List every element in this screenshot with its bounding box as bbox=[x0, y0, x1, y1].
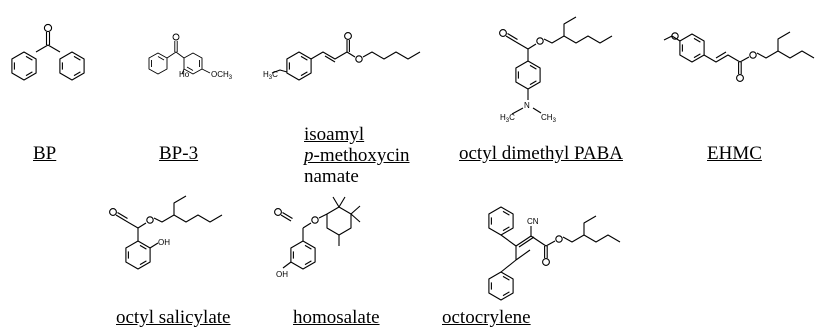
bp-name: BP bbox=[33, 143, 57, 164]
bp3-och3-label: OCH3 bbox=[211, 70, 233, 81]
bp3-oh-label: Ho bbox=[179, 70, 190, 79]
os-name: octyl salicylate bbox=[116, 307, 231, 328]
oc-name: octocrylene bbox=[442, 307, 531, 328]
ehmc-name: EHMC bbox=[707, 143, 762, 164]
odp-name: octyl dimethyl PABA bbox=[459, 143, 623, 164]
oc-structure bbox=[488, 206, 621, 301]
hs-structure bbox=[274, 196, 361, 270]
bp-structure bbox=[11, 23, 85, 81]
odp-h3c-label: H3C bbox=[500, 113, 515, 124]
imc-h3c-label: H3C bbox=[263, 70, 278, 81]
imc-name-line2: p-methoxycin bbox=[304, 145, 410, 166]
bp3-name: BP-3 bbox=[159, 143, 199, 164]
odp-n-label: N bbox=[524, 101, 530, 110]
odp-ch3-label: CH3 bbox=[541, 113, 557, 124]
hs-oh-label: OH bbox=[276, 270, 288, 279]
imc-name-line1: isoamyl bbox=[304, 124, 365, 145]
os-structure bbox=[109, 195, 223, 270]
os-oh-label: OH bbox=[158, 238, 170, 247]
oc-cn-label: CN bbox=[527, 217, 539, 226]
bp3-structure bbox=[148, 33, 211, 75]
imc-structure bbox=[271, 32, 421, 81]
imc-name-line3: namate bbox=[304, 166, 359, 187]
hs-name: homosalate bbox=[293, 307, 380, 328]
ehmc-structure bbox=[663, 31, 815, 82]
odp-structure bbox=[499, 16, 613, 115]
